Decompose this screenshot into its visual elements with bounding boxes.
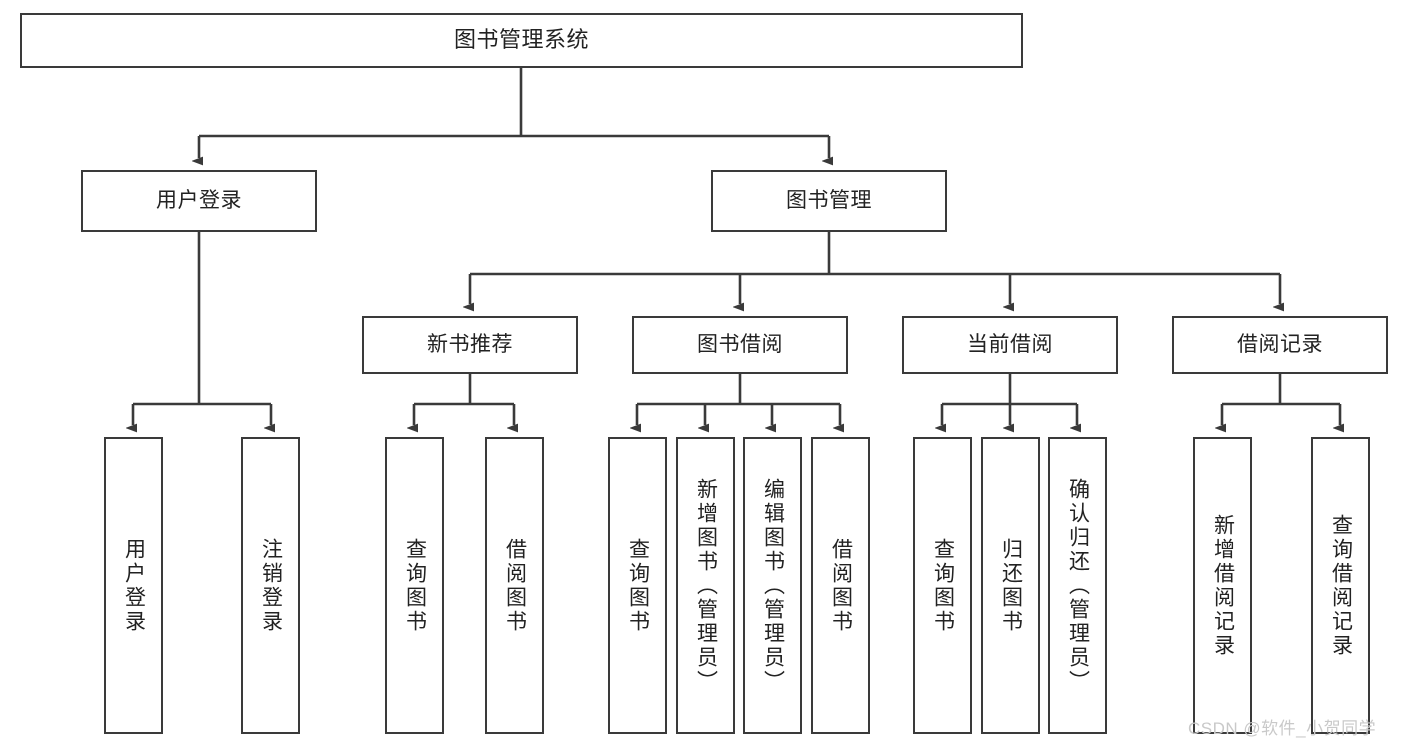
node-label: 查询借阅记录 (1329, 513, 1353, 658)
node-label: 查询图书 (931, 537, 955, 634)
node-book-borrow[interactable]: 图书借阅 (632, 316, 848, 374)
node-label: 图书借阅 (697, 333, 783, 357)
leaf-logout[interactable]: 注销登录 (241, 437, 300, 734)
node-label: 查询图书 (403, 537, 427, 634)
leaf-query-book-rec[interactable]: 查询图书 (385, 437, 444, 734)
node-label: 借阅记录 (1237, 333, 1323, 357)
watermark-text: CSDN @软件_小贺同学 (1188, 719, 1377, 738)
leaf-borrow-book-rec[interactable]: 借阅图书 (485, 437, 544, 734)
leaf-query-book-borrow[interactable]: 查询图书 (608, 437, 667, 734)
node-label: 用户登录 (122, 537, 146, 634)
node-borrow-record[interactable]: 借阅记录 (1172, 316, 1388, 374)
node-label: 当前借阅 (967, 333, 1053, 357)
node-label: 编辑图书（管理员） (761, 477, 785, 694)
node-current-borrow[interactable]: 当前借阅 (902, 316, 1118, 374)
leaf-user-login[interactable]: 用户登录 (104, 437, 163, 734)
leaf-add-book[interactable]: 新增图书（管理员） (676, 437, 735, 734)
node-label: 图书管理 (786, 189, 872, 213)
leaf-confirm-return[interactable]: 确认归还（管理员） (1048, 437, 1107, 734)
node-book-manage[interactable]: 图书管理 (711, 170, 947, 232)
leaf-return-book[interactable]: 归还图书 (981, 437, 1040, 734)
leaf-query-book-cur[interactable]: 查询图书 (913, 437, 972, 734)
leaf-edit-book[interactable]: 编辑图书（管理员） (743, 437, 802, 734)
node-user-login[interactable]: 用户登录 (81, 170, 317, 232)
node-root-system[interactable]: 图书管理系统 (20, 13, 1023, 68)
node-label: 确认归还（管理员） (1066, 477, 1090, 694)
node-label: 新增借阅记录 (1211, 513, 1235, 658)
node-label: 新增图书（管理员） (694, 477, 718, 694)
node-label: 用户登录 (156, 189, 242, 213)
node-label: 图书管理系统 (453, 27, 589, 53)
node-label: 新书推荐 (427, 333, 513, 357)
leaf-query-record[interactable]: 查询借阅记录 (1311, 437, 1370, 734)
node-label: 注销登录 (259, 537, 283, 634)
node-label: 归还图书 (999, 537, 1023, 634)
node-new-book-recommend[interactable]: 新书推荐 (362, 316, 578, 374)
leaf-add-record[interactable]: 新增借阅记录 (1193, 437, 1252, 734)
node-label: 借阅图书 (829, 537, 853, 634)
leaf-borrow-book[interactable]: 借阅图书 (811, 437, 870, 734)
node-label: 借阅图书 (503, 537, 527, 634)
node-label: 查询图书 (626, 537, 650, 634)
